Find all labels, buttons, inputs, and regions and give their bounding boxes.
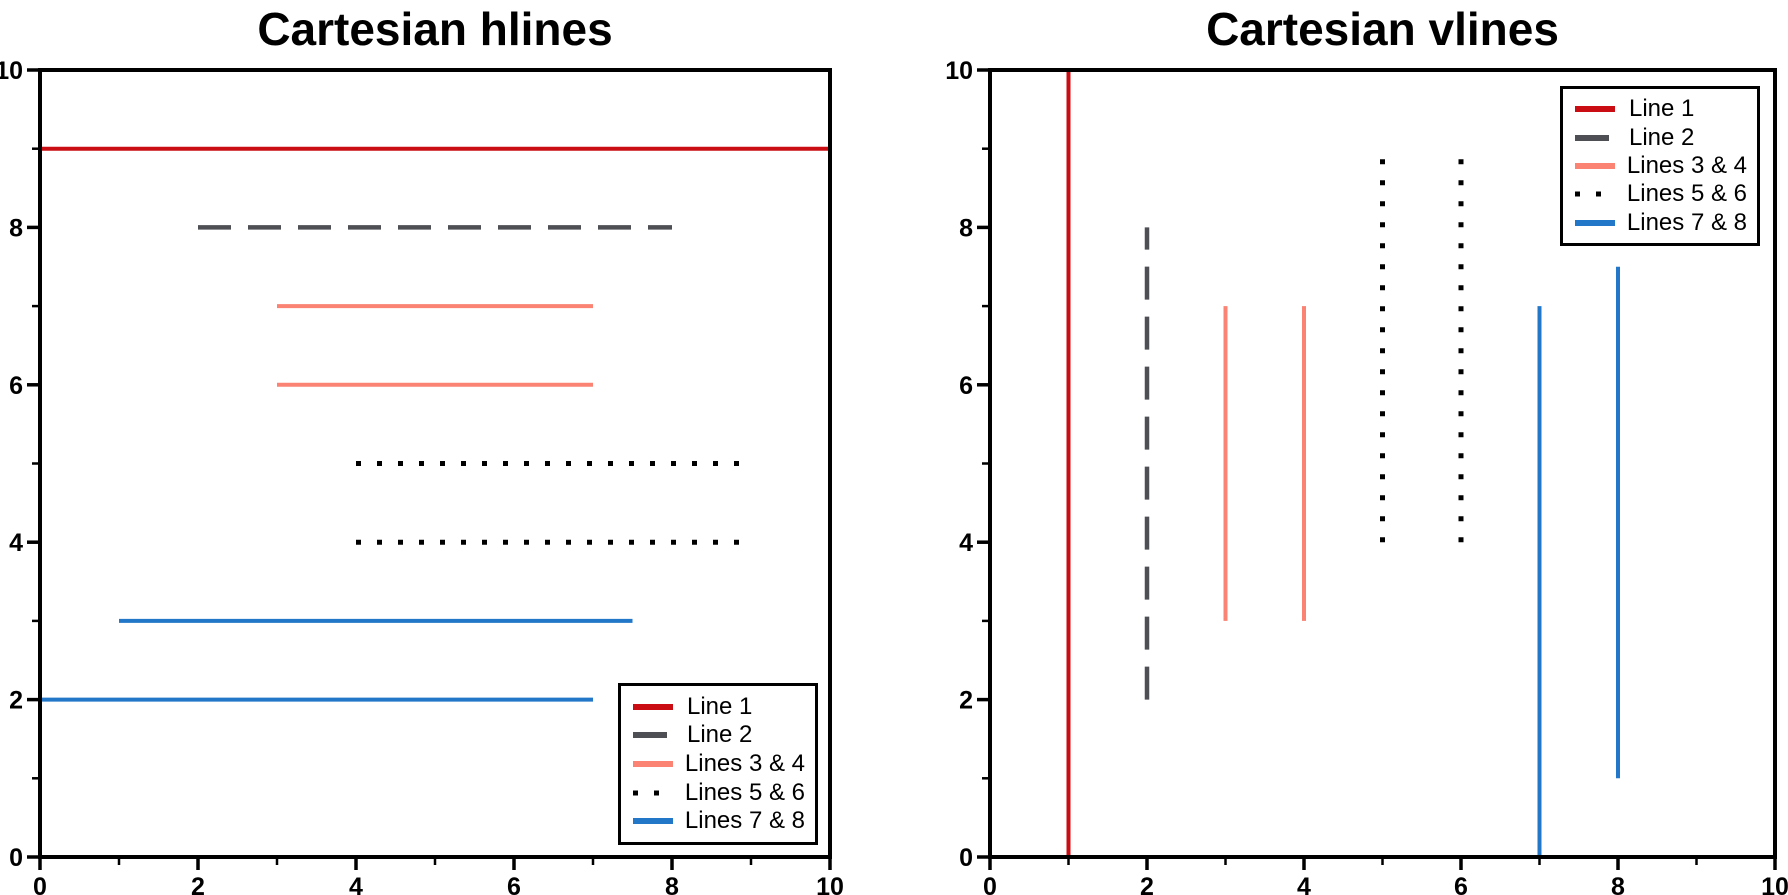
- y-tick-label: 2: [959, 687, 973, 715]
- legend-entry-lines-3-4: Lines 3 & 4: [631, 750, 805, 778]
- axes-spines: [988, 68, 1777, 859]
- legend-entry-line-2: Line 2: [631, 721, 805, 749]
- y-tick-label: 6: [9, 372, 23, 400]
- legend-label: Lines 5 & 6: [684, 778, 805, 806]
- x-tick-label: 0: [983, 873, 997, 895]
- legend-label: Lines 3 & 4: [684, 749, 805, 777]
- legend-entry-line-2: Line 2: [1573, 124, 1747, 152]
- legend-swatch-solid-line-icon: [1575, 106, 1615, 113]
- x-tick-label: 10: [816, 873, 844, 895]
- legend-swatch-dashed-line-icon: [633, 732, 673, 739]
- legend-swatch-solid-line-icon: [633, 703, 673, 710]
- x-tick-label: 10: [1761, 873, 1788, 895]
- y-tick-label: 2: [9, 687, 23, 715]
- y-tick-label: 6: [959, 372, 973, 400]
- y-tick-label: 8: [9, 214, 23, 242]
- legend-label: Line 1: [687, 692, 753, 720]
- legend-entry-lines-5-6: Lines 5 & 6: [631, 779, 805, 807]
- x-tick-label: 6: [507, 873, 521, 895]
- y-tick-label: 10: [945, 57, 973, 85]
- legend-entry-line-1: Line 1: [1573, 95, 1747, 123]
- legend-swatch-solid-line-icon: [1575, 219, 1615, 226]
- x-tick-label: 2: [191, 873, 205, 895]
- axes-spines: [38, 68, 832, 859]
- legend-label: Lines 5 & 6: [1626, 180, 1747, 208]
- right-plot-title: Cartesian vlines: [1206, 3, 1559, 55]
- legend-entry-lines-7-8: Lines 7 & 8: [1573, 209, 1747, 237]
- legend-label: Lines 3 & 4: [1626, 151, 1747, 179]
- x-tick-label: 8: [1611, 873, 1625, 895]
- y-tick-label: 0: [9, 844, 23, 872]
- y-tick-label: 8: [959, 214, 973, 242]
- legend-entry-lines-7-8: Lines 7 & 8: [631, 807, 805, 835]
- y-tick-label: 0: [959, 844, 973, 872]
- legend-label: Line 1: [1629, 95, 1695, 123]
- legend-label: Line 2: [1629, 123, 1695, 151]
- x-tick-label: 0: [33, 873, 47, 895]
- legend-entry-line-1: Line 1: [631, 693, 805, 721]
- legend-label: Line 2: [687, 721, 753, 749]
- legend-label: Lines 7 & 8: [1626, 208, 1747, 236]
- legend-entry-lines-3-4: Lines 3 & 4: [1573, 152, 1747, 180]
- legend-swatch-solid-line-icon: [633, 760, 673, 767]
- legend-label: Lines 7 & 8: [684, 807, 805, 835]
- x-tick-label: 4: [349, 873, 363, 895]
- x-tick-label: 8: [665, 873, 679, 895]
- legend-swatch-solid-line-icon: [1575, 162, 1615, 169]
- y-tick-label: 4: [959, 529, 973, 557]
- legend-swatch-solid-line-icon: [633, 818, 673, 825]
- legend-swatch-dotted-line-icon: [1575, 191, 1615, 197]
- legend-swatch-dotted-line-icon: [633, 790, 673, 796]
- legend-swatch-dashed-line-icon: [1575, 134, 1615, 141]
- legend-entry-lines-5-6: Lines 5 & 6: [1573, 180, 1747, 208]
- left-plot-title: Cartesian hlines: [257, 3, 613, 55]
- y-tick-label: 10: [0, 57, 23, 85]
- y-tick-label: 4: [9, 529, 23, 557]
- x-tick-label: 6: [1454, 873, 1468, 895]
- x-tick-label: 4: [1297, 873, 1311, 895]
- x-tick-label: 2: [1140, 873, 1154, 895]
